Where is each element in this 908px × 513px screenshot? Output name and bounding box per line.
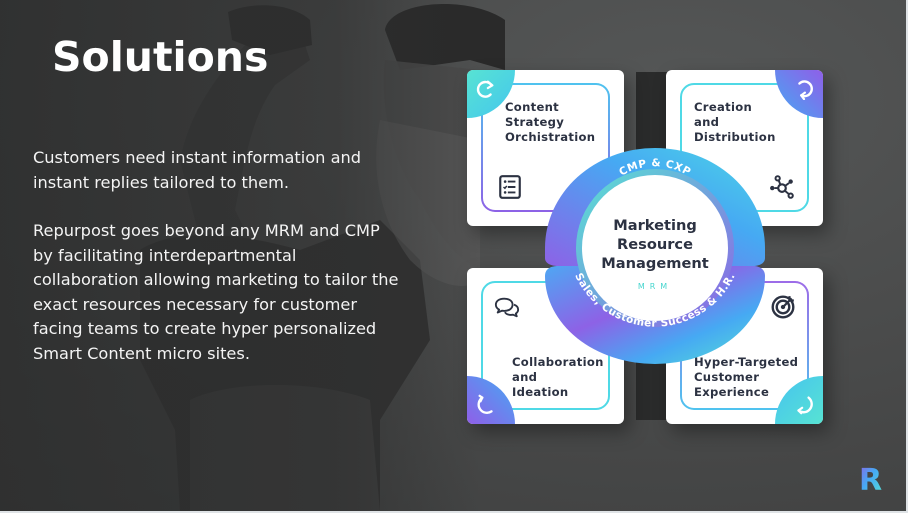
- card-label-line: Strategy: [505, 115, 565, 129]
- rotate-clockwise-icon: [477, 394, 493, 414]
- card-label: Creation and Distribution: [694, 100, 776, 145]
- card-label-line: Orchistration: [505, 130, 596, 144]
- svg-text:CMP & CXP: CMP & CXP: [617, 157, 693, 178]
- target-icon: [771, 295, 795, 319]
- card-content-strategy: Content Strategy Orchistration: [467, 70, 624, 226]
- hub-title-line: Management: [601, 255, 709, 272]
- card-label: Collaboration and Ideation: [512, 355, 604, 400]
- network-nodes-icon: [770, 175, 794, 199]
- hub-title-line: Resource: [617, 236, 693, 253]
- connector-top: [636, 72, 668, 152]
- logo-letter: R: [859, 463, 882, 493]
- mrm-hub: CMP & CXP Sales, Customer Success & H.R.…: [540, 148, 770, 364]
- card-label-line: Collaboration: [512, 355, 604, 369]
- card-label-line: Creation: [694, 100, 753, 114]
- card-label: Hyper-Targeted Customer Experience: [694, 355, 798, 400]
- intro-paragraph: Customers need instant information and i…: [33, 148, 362, 192]
- card-label-line: Distribution: [694, 130, 776, 144]
- rotate-clockwise-icon: [476, 80, 494, 98]
- hub-arc-labels: CMP & CXP Sales, Customer Success & H.R.: [572, 157, 738, 330]
- card-label-line: Hyper-Targeted: [694, 355, 799, 369]
- card-label-line: and: [694, 115, 720, 129]
- checklist-icon: [499, 175, 521, 199]
- body-paragraph: Repurpost goes beyond any MRM and CMP by…: [33, 221, 399, 363]
- hub-abbreviation: MRM: [637, 282, 673, 291]
- card-label: Content Strategy Orchistration: [505, 100, 595, 145]
- slide-title: Solutions: [52, 33, 269, 81]
- rotate-clockwise-icon: [797, 396, 813, 415]
- hub-title: Marketing Resource Management: [540, 216, 770, 273]
- repurpost-logo: R: [859, 463, 882, 493]
- text-backdrop: [0, 0, 480, 511]
- hub-ring: [545, 148, 765, 364]
- card-label-line: Ideation: [512, 385, 569, 399]
- top-arc-label: CMP & CXP: [617, 157, 692, 178]
- rotate-clockwise-icon: [798, 80, 813, 100]
- chat-bubbles-icon: [494, 297, 520, 318]
- hub-title-line: Marketing: [613, 217, 697, 234]
- card-label-line: Content: [505, 100, 560, 114]
- card-label-line: Customer: [694, 370, 760, 384]
- svg-text:Sales, Customer Success & H.R.: Sales, Customer Success & H.R.: [572, 271, 738, 329]
- card-label-line: Experience: [694, 385, 770, 399]
- bottom-arc-label: Sales, Customer Success & H.R.: [572, 271, 737, 329]
- card-label-line: and: [512, 370, 538, 384]
